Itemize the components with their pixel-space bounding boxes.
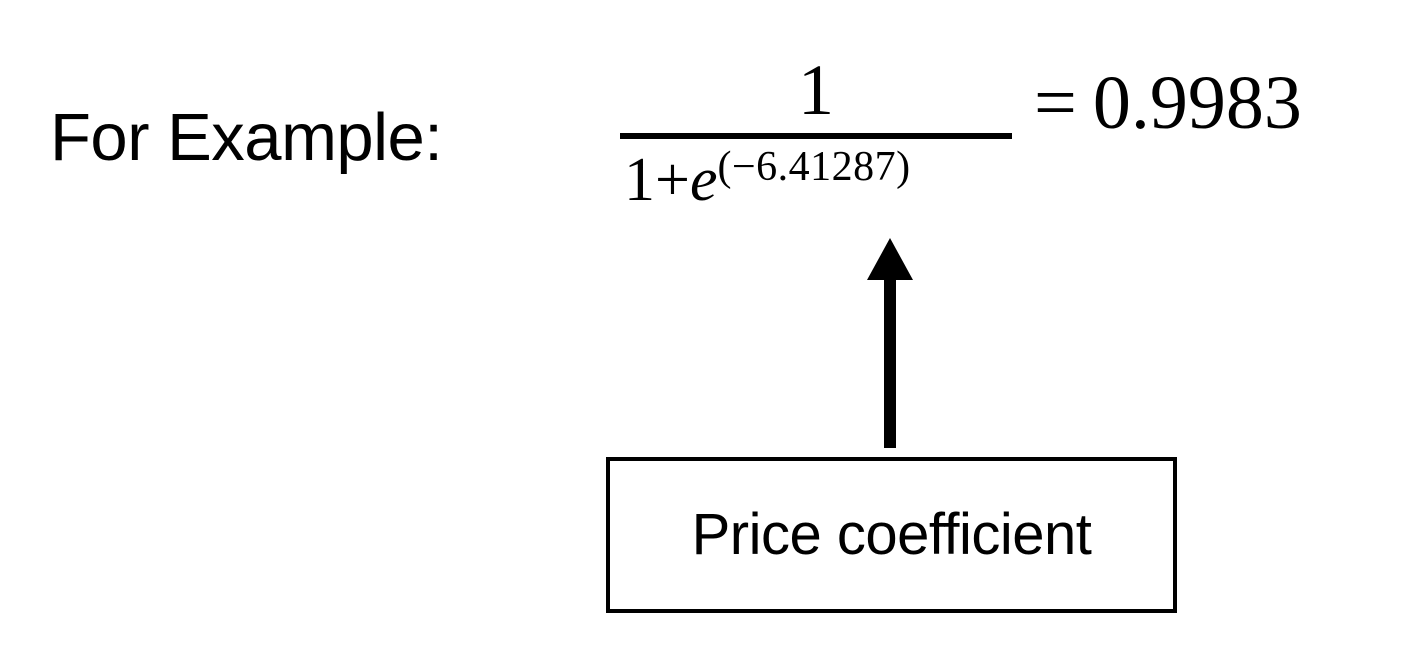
equation-block: 1 1+e(−6.41287) = 0.9983 <box>620 50 1302 213</box>
denominator-base-e: e <box>689 145 718 214</box>
denominator-prefix: 1+ <box>624 145 690 214</box>
fraction-denominator: 1+e(−6.41287) <box>620 139 1012 213</box>
fraction-bar <box>620 132 1012 139</box>
equals-sign: = <box>1034 61 1077 146</box>
denominator-exponent: (−6.41287) <box>717 143 911 190</box>
result-value: 0.9983 <box>1092 61 1302 146</box>
fraction-numerator: 1 <box>798 50 834 130</box>
intro-label: For Example: <box>50 100 443 175</box>
fraction: 1 1+e(−6.41287) <box>620 50 1012 213</box>
callout-box-label: Price coefficient <box>691 502 1092 567</box>
callout-box: Price coefficient <box>606 457 1177 613</box>
up-arrow-icon <box>867 238 913 448</box>
